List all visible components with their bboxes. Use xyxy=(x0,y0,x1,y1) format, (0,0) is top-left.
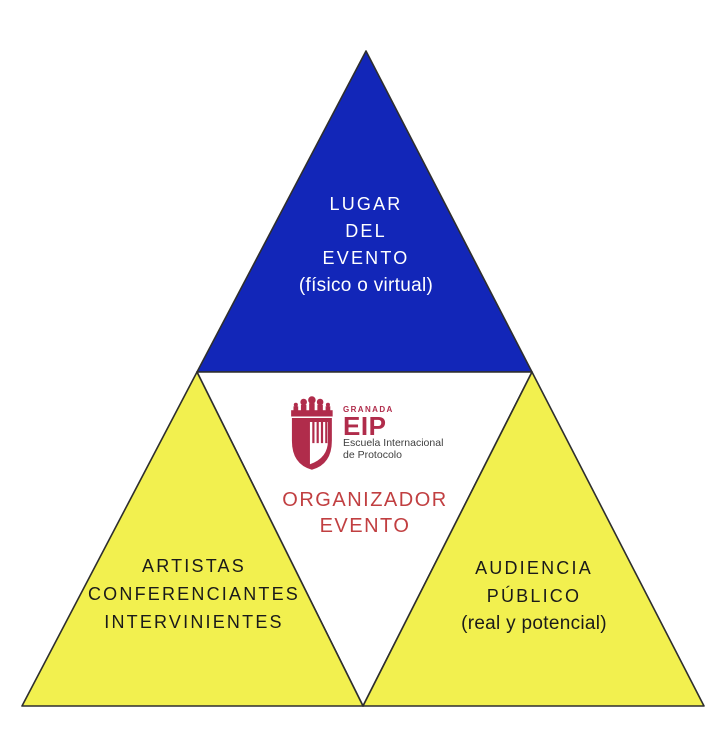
venue-label-line: LUGAR xyxy=(329,194,403,214)
audience-label: AUDIENCIA PÚBLICO (real y potencial) xyxy=(354,554,714,638)
organizer-label-line: ORGANIZADOR xyxy=(282,489,448,511)
logo-school-line: Escuela Internacional xyxy=(343,437,444,449)
artists-label-line: ARTISTAS xyxy=(142,556,246,576)
audience-label-detail: (real y potencial) xyxy=(461,613,607,634)
audience-label-line: AUDIENCIA xyxy=(475,558,593,578)
artists-triangle xyxy=(21,371,364,707)
logo-school-line: de Protocolo xyxy=(343,448,402,461)
logo-city: GRANADA xyxy=(343,405,394,414)
venue-label-detail: (físico o virtual) xyxy=(298,275,434,296)
logo-acronym: EIP xyxy=(343,411,387,441)
eip-logo: GRANADA EIP Escuela Internacional de Pro… xyxy=(288,395,443,474)
shield-stripes xyxy=(312,421,328,444)
artists-label-line: INTERVINIENTES xyxy=(104,612,284,632)
venue-label-line: DEL xyxy=(345,221,387,241)
venue-label-line: EVENTO xyxy=(322,248,410,268)
organizer-label: ORGANIZADOR EVENTO xyxy=(215,487,515,539)
venue-label: LUGAR DEL EVENTO (físico o virtual) xyxy=(166,191,566,299)
organizer-label-line: EVENTO xyxy=(319,515,411,537)
artists-label: ARTISTAS CONFERENCIANTES INTERVINIENTES xyxy=(14,552,374,636)
eip-logo-text: GRANADA EIP Escuela Internacional de Pro… xyxy=(343,395,443,461)
eip-shield-icon xyxy=(291,396,333,470)
audience-label-line: PÚBLICO xyxy=(486,586,582,606)
artists-label-line: CONFERENCIANTES xyxy=(87,584,300,604)
audience-triangle xyxy=(362,371,705,707)
